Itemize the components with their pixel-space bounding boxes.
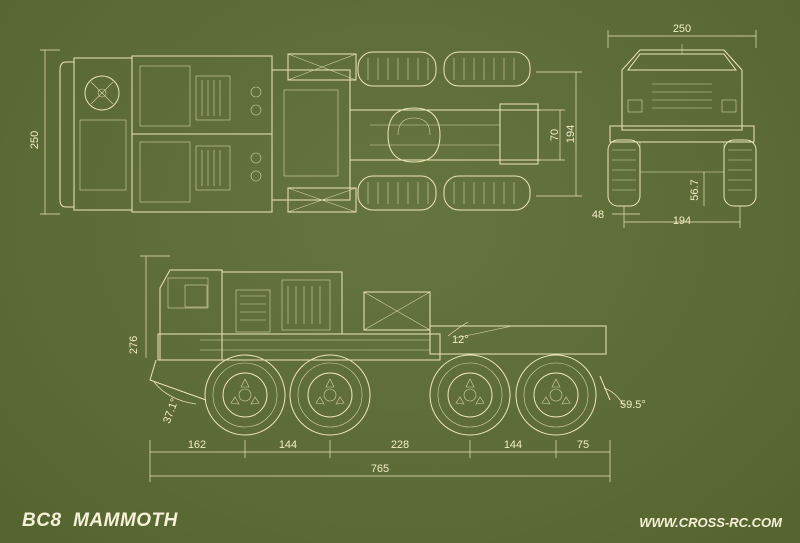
side-segment-4: 144	[504, 439, 522, 451]
side-approach-angle: 37.1°	[161, 397, 181, 425]
side-segment-1: 162	[188, 439, 206, 451]
top-width-inner-dim: 70	[549, 129, 561, 141]
top-length-dim: 250	[29, 131, 41, 149]
front-clearance-dim: 56.7	[689, 179, 701, 200]
top-width-outer-label: 194	[565, 125, 577, 143]
side-dimension-lines	[149, 440, 611, 482]
side-height-dim: 276	[128, 336, 140, 354]
front-overhang-dim: 48	[592, 209, 604, 221]
side-segment-2: 144	[279, 439, 297, 451]
side-view	[140, 255, 611, 401]
wheel-1	[204, 354, 286, 436]
side-overall-length: 765	[371, 463, 389, 475]
top-view	[40, 49, 582, 215]
side-hitch-angle: 12°	[452, 334, 469, 346]
front-width-bottom-dim: 194	[673, 215, 691, 227]
side-segment-3: 228	[391, 439, 409, 451]
website-link[interactable]: WWW.CROSS-RC.COM	[639, 515, 782, 530]
side-departure-angle: 59.5°	[620, 399, 646, 411]
wheel-2	[289, 354, 371, 436]
wheel-3	[429, 354, 511, 436]
front-view	[607, 30, 757, 228]
wheel-4	[515, 354, 597, 436]
model-title: BC8 MAMMOTH	[22, 510, 178, 531]
front-width-top-dim: 250	[673, 23, 691, 35]
side-segment-5: 75	[577, 439, 589, 451]
